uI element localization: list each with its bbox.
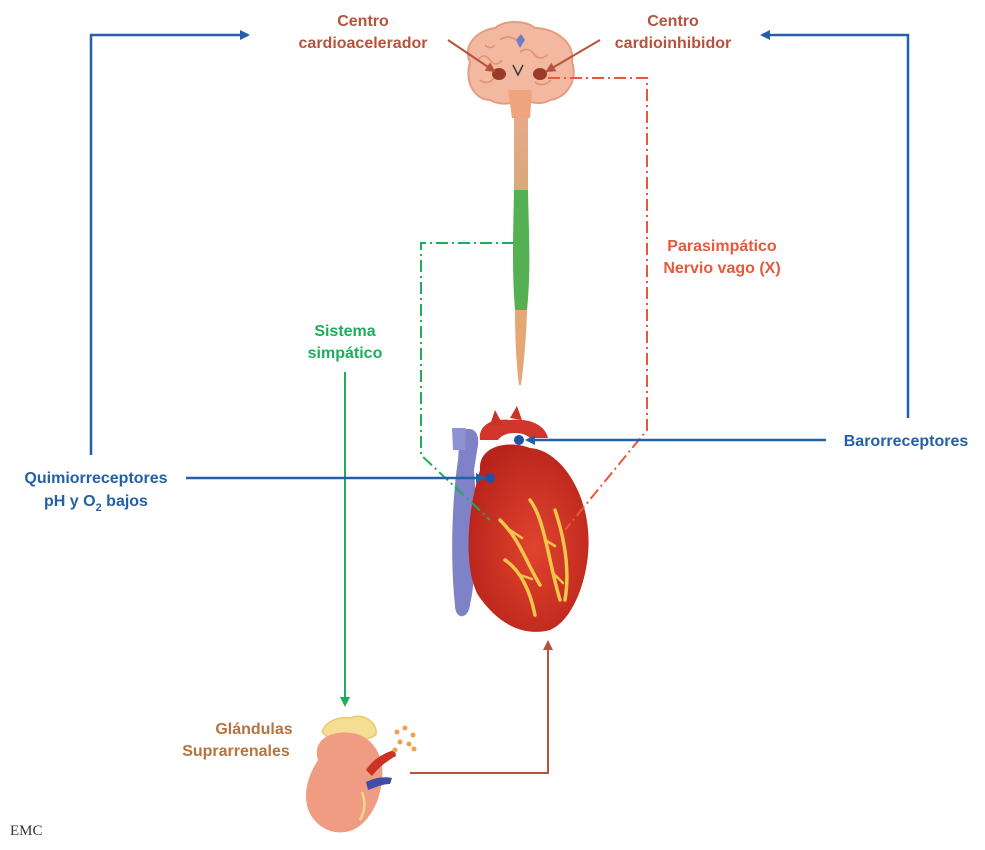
label-quimiorreceptores: Quimiorreceptores [24, 470, 167, 487]
spinal-cord-icon [513, 118, 529, 385]
label-parasimpatico-1: Parasimpático [667, 238, 777, 255]
label-glandulas-1: Glándulas [215, 721, 292, 738]
label-simpatico-1: Sistema [314, 323, 375, 340]
label-centro-acelerador-1: Centro [337, 13, 389, 30]
label-barorreceptores: Barorreceptores [844, 433, 969, 450]
label-ph-o2-pre: pH y O [44, 493, 96, 510]
label-centro-inhibidor-2: cardioinhibidor [615, 35, 731, 52]
label-ph-o2-post: bajos [102, 493, 148, 510]
arrow-quimio-brain [91, 35, 248, 455]
emc-logo: EMC [10, 823, 43, 839]
arrow-suprarrenal-heart [410, 642, 548, 773]
label-parasimpatico-2: Nervio vago (X) [663, 260, 780, 277]
adrenal-kidney-icon [306, 716, 396, 832]
label-centro-acelerador-2: cardioacelerador [299, 35, 428, 52]
label-simpatico-2: simpático [308, 345, 383, 362]
label-centro-inhibidor-1: Centro [647, 13, 699, 30]
brain-icon [468, 22, 574, 118]
label-glandulas-2: Suprarrenales [182, 743, 290, 760]
arrow-baro-brain [762, 35, 908, 418]
parasympathetic-path [548, 78, 647, 530]
label-ph-o2-bajos: pH y O2 bajos [44, 493, 148, 514]
hormone-dots-icon [393, 726, 417, 753]
